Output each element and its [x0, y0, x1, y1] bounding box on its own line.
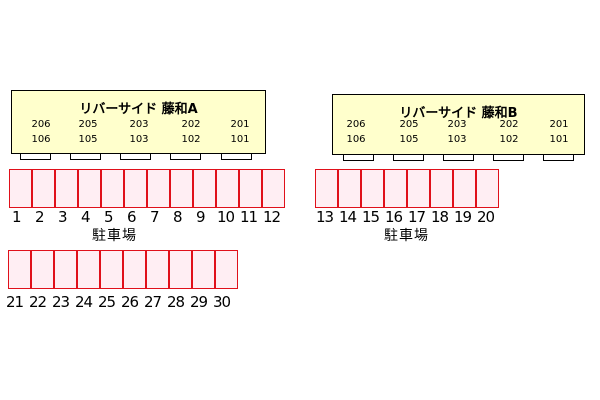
unit-label: 103 [129, 134, 149, 145]
parking-label: 駐車場 [92, 228, 137, 244]
unit-label: 101 [230, 134, 250, 145]
stall-number: 16 [385, 208, 403, 226]
parking-stall [9, 169, 32, 208]
unit-label: 203 [129, 119, 149, 130]
entrance-tab [493, 154, 524, 161]
unit-label: 202 [499, 119, 519, 130]
stall-number: 8 [173, 208, 182, 226]
parking-stall [77, 250, 100, 289]
parking-stall [338, 169, 361, 208]
stall-number: 21 [6, 293, 24, 311]
parking-stall [453, 169, 476, 208]
parking-stall [430, 169, 453, 208]
unit-label: 106 [31, 134, 51, 145]
building-a-name: リバーサイド 藤和A [79, 102, 198, 117]
unit-label: 105 [78, 134, 98, 145]
stall-number: 4 [81, 208, 90, 226]
parking-stall [146, 250, 169, 289]
stall-number: 30 [213, 293, 231, 311]
stall-number: 7 [150, 208, 159, 226]
parking-stall [169, 250, 192, 289]
unit-label: 201 [549, 119, 569, 130]
parking-stall [32, 169, 55, 208]
entrance-tab [343, 154, 374, 161]
unit-label: 101 [549, 134, 569, 145]
parking-stall [123, 250, 146, 289]
unit-label: 203 [447, 119, 467, 130]
unit-label: 206 [31, 119, 51, 130]
stall-number: 11 [240, 208, 258, 226]
unit-label: 205 [399, 119, 419, 130]
stall-number: 12 [263, 208, 281, 226]
unit-label: 105 [399, 134, 419, 145]
stall-number: 22 [29, 293, 47, 311]
unit-label: 106 [346, 134, 366, 145]
stall-number: 3 [58, 208, 67, 226]
unit-label: 202 [181, 119, 201, 130]
stall-number: 24 [75, 293, 93, 311]
parking-stall [8, 250, 31, 289]
parking-stall [124, 169, 147, 208]
stall-number: 23 [52, 293, 70, 311]
entrance-tab [170, 153, 201, 160]
entrance-tab [543, 154, 574, 161]
stall-number: 10 [217, 208, 235, 226]
parking-stall [170, 169, 193, 208]
parking-stall [54, 250, 77, 289]
entrance-tab [70, 153, 101, 160]
parking-stall [239, 169, 262, 208]
stall-number: 19 [454, 208, 472, 226]
unit-label: 206 [346, 119, 366, 130]
stall-number: 29 [190, 293, 208, 311]
parking-stall [31, 250, 54, 289]
stall-number: 27 [144, 293, 162, 311]
stall-number: 26 [121, 293, 139, 311]
stall-number: 25 [98, 293, 116, 311]
stall-number: 6 [127, 208, 136, 226]
parking-stall [78, 169, 101, 208]
parking-stall [407, 169, 430, 208]
parking-stall [215, 250, 238, 289]
stall-number: 17 [408, 208, 426, 226]
parking-stall [315, 169, 338, 208]
stall-number: 13 [316, 208, 334, 226]
building-a: リバーサイド 藤和A 206 106 205 105 203 103 202 1… [11, 90, 266, 154]
entrance-tab [393, 154, 424, 161]
unit-label: 103 [447, 134, 467, 145]
parking-stall [193, 169, 216, 208]
parking-stall [55, 169, 78, 208]
stall-number: 15 [362, 208, 380, 226]
stall-number: 18 [431, 208, 449, 226]
building-b-name: リバーサイド 藤和B [399, 106, 518, 121]
parking-stall [100, 250, 123, 289]
stall-number: 20 [477, 208, 495, 226]
parking-stall [216, 169, 239, 208]
parking-label: 駐車場 [384, 228, 429, 244]
parking-stall [361, 169, 384, 208]
stall-number: 9 [196, 208, 205, 226]
stall-number: 14 [339, 208, 357, 226]
entrance-tab [20, 153, 51, 160]
stall-number: 1 [12, 208, 21, 226]
entrance-tab [120, 153, 151, 160]
parking-stall [101, 169, 124, 208]
stall-number: 2 [35, 208, 44, 226]
parking-stall [147, 169, 170, 208]
stall-number: 5 [104, 208, 113, 226]
parking-stall [476, 169, 499, 208]
parking-stall [192, 250, 215, 289]
unit-label: 102 [181, 134, 201, 145]
entrance-tab [221, 153, 252, 160]
building-b: リバーサイド 藤和B 206 106 205 105 203 103 202 1… [332, 94, 585, 155]
parking-stall [384, 169, 407, 208]
parking-stall [262, 169, 285, 208]
unit-label: 205 [78, 119, 98, 130]
entrance-tab [443, 154, 474, 161]
unit-label: 102 [499, 134, 519, 145]
stall-number: 28 [167, 293, 185, 311]
unit-label: 201 [230, 119, 250, 130]
